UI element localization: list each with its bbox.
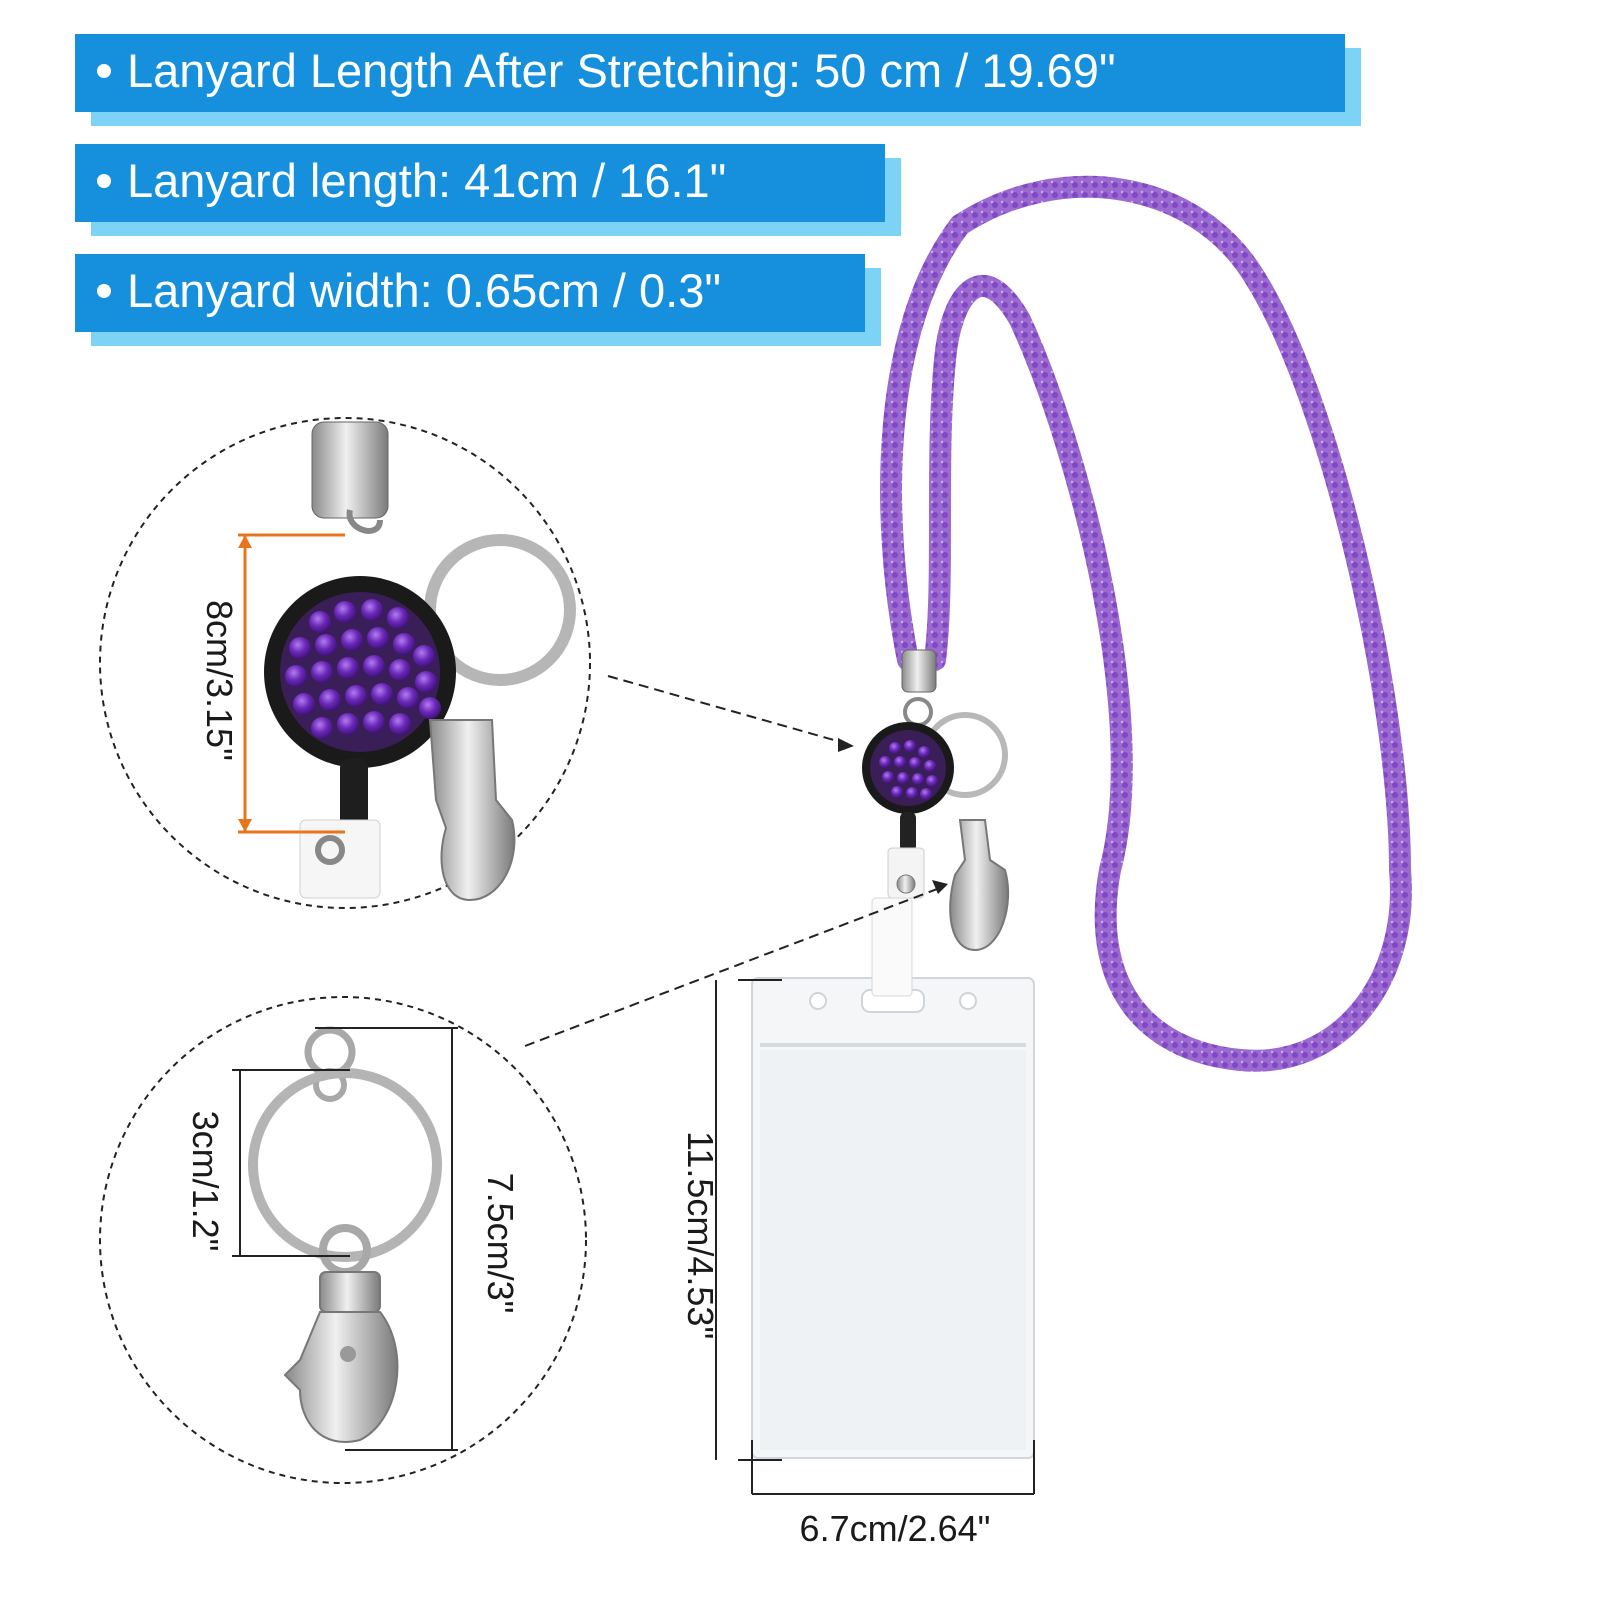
lanyard-cord	[880, 175, 1412, 1072]
ring-diameter-label: 3cm/1.2"	[185, 1110, 226, 1252]
callout-arrows	[524, 675, 946, 1047]
banner-face	[75, 144, 885, 222]
spec-text: Lanyard Length After Stretching: 50 cm /…	[127, 44, 1116, 97]
bullet-icon	[97, 173, 111, 188]
spec-banner-stretch-length: Lanyard Length After Stretching: 50 cm /…	[75, 34, 1361, 126]
spec-banner-length: Lanyard length: 41cm / 16.1"	[75, 144, 901, 236]
holder-width-label: 6.7cm/2.64"	[799, 1508, 991, 1549]
badge-reel-product	[862, 649, 1010, 952]
holder-dimension-lines	[715, 979, 1035, 1495]
rhinestones	[879, 740, 938, 800]
reel-height-label: 8cm/3.15"	[199, 600, 240, 761]
bullet-icon	[97, 283, 111, 298]
clasp-detail-callout	[99, 996, 587, 1484]
spec-text: Lanyard width: 0.65cm / 0.3"	[127, 264, 722, 317]
rhinestones	[285, 599, 441, 739]
holder-height-label: 11.5cm/4.53"	[680, 1131, 721, 1340]
bullet-icon	[97, 63, 111, 78]
banner-face	[75, 254, 865, 332]
id-card-holder	[751, 897, 1035, 1459]
clasp-length-label: 7.5cm/3"	[480, 1172, 521, 1314]
reel-detail-callout	[99, 417, 591, 909]
spec-text: Lanyard length: 41cm / 16.1"	[127, 154, 727, 207]
banner-face	[75, 34, 1345, 112]
spec-banner-width: Lanyard width: 0.65cm / 0.3"	[75, 254, 881, 346]
